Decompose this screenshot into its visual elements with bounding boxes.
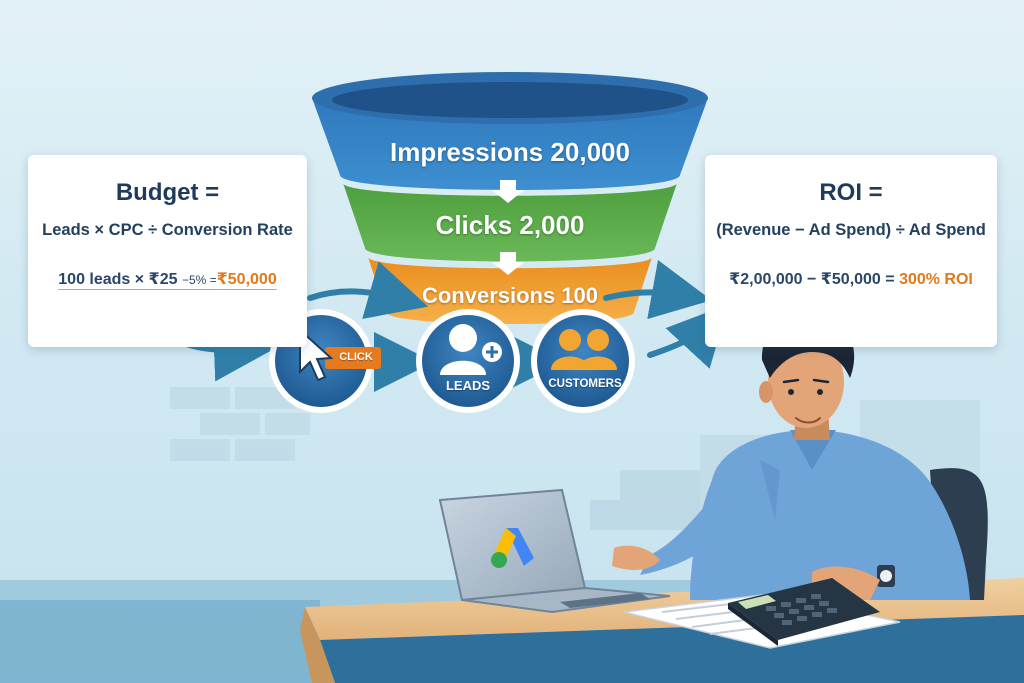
budget-formula: Leads × CPC ÷ Conversion Rate [42, 221, 293, 239]
roi-formula-card: ROI = (Revenue − Ad Spend) ÷ Ad Spend ₹2… [705, 155, 997, 347]
laptop [438, 488, 671, 614]
step-customers-label: CUSTOMERS [548, 378, 622, 390]
add-user-icon [440, 324, 502, 375]
budget-title: Budget = [115, 179, 220, 206]
budget-example: 100 leads × ₹25 −5% =₹50,000 [28, 269, 307, 289]
funnel-clicks-label: Clicks 2,000 [435, 210, 585, 240]
budget-formula-card: Budget = Leads × CPC ÷ Conversion Rate 1… [28, 155, 307, 347]
calculator-icon [728, 578, 880, 646]
roi-formula: (Revenue − Ad Spend) ÷ Ad Spend [716, 221, 986, 239]
funnel-impressions-label: Impressions 20,000 [390, 137, 630, 167]
funnel-graphic [312, 72, 708, 324]
step-click-label: CLICK [339, 351, 373, 363]
budget-example-result: ₹50,000 [216, 271, 277, 288]
step-customers-circle [531, 309, 635, 413]
roi-title: ROI = [819, 179, 883, 206]
cursor-icon [299, 327, 334, 382]
funnel-conversions-label: Conversions 100 [421, 283, 599, 308]
step-leads-label: LEADS [445, 378, 491, 393]
roi-example-result: 300% ROI [899, 271, 973, 288]
roi-example-prefix: ₹2,00,000 − ₹50,000 = [729, 271, 900, 288]
step-leads-circle [416, 309, 520, 413]
google-ads-logo [491, 528, 534, 568]
roi-example: ₹2,00,000 − ₹50,000 = 300% ROI [705, 269, 997, 289]
budget-example-rate: −5% = [181, 273, 217, 287]
arrow-down-icon [492, 180, 524, 203]
budget-example-prefix: 100 leads × ₹25 [58, 271, 182, 288]
arrow-down-icon [492, 252, 524, 275]
group-icon [551, 329, 617, 370]
